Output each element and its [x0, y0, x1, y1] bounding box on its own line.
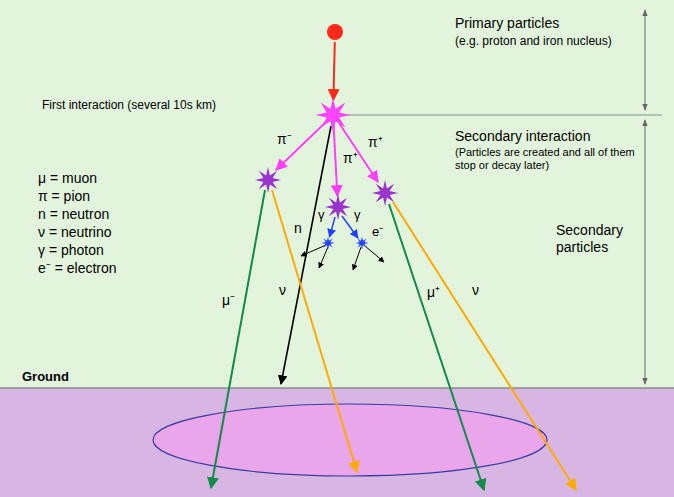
particle-label: π⁺: [368, 134, 383, 151]
particle-label: γ: [318, 207, 325, 223]
sky: [0, 0, 674, 388]
particle-label: n: [294, 220, 302, 237]
photon-arrow: [330, 217, 336, 237]
ground-line: [0, 387, 674, 389]
first-interaction-star: [315, 97, 350, 132]
pion-arrow: [276, 121, 327, 170]
pion-arrow: [339, 123, 378, 182]
secondary-range-arrow: [645, 120, 646, 384]
legend-line: γ = photon: [38, 242, 104, 259]
shower-footprint: [153, 404, 547, 476]
pion-arrow: [334, 124, 338, 196]
electron-arrow: [365, 246, 384, 262]
interaction-label: First interaction (several 10s km): [42, 98, 216, 112]
primary-note: (e.g. proton and iron nucleus): [455, 34, 612, 48]
particle-label: γ: [354, 207, 361, 223]
legend-line: π = pion: [38, 188, 90, 205]
particle-label: μ⁺: [427, 284, 440, 301]
photon-star: [356, 237, 369, 250]
legend-line: ν = neutrino: [38, 224, 112, 241]
altitude-line: [345, 115, 662, 116]
particle-label: π⁻: [277, 131, 292, 148]
particle-label: e⁻: [372, 224, 383, 240]
interaction-star: [255, 167, 281, 193]
photon-star: [322, 237, 335, 250]
particle-label: ν: [472, 282, 479, 299]
primary-particle: [327, 24, 343, 40]
ground-label: Ground: [22, 369, 69, 385]
particle-label: ν: [279, 282, 286, 299]
primary-range-arrow: [645, 10, 646, 110]
electron-arrow: [353, 247, 361, 270]
range-label: Secondary particles: [556, 222, 636, 256]
neutrino-arrow: [393, 202, 576, 490]
particle-label: π⁺: [343, 150, 358, 167]
muon-arrow: [389, 204, 484, 490]
primary-heading: Primary particles: [455, 15, 559, 32]
interaction-star: [325, 194, 351, 220]
neutron-arrow: [281, 126, 331, 384]
secondary-heading: Secondary interaction: [455, 128, 590, 145]
electron-arrow: [319, 247, 328, 268]
muon-arrow: [211, 190, 265, 488]
particle-label: μ⁻: [222, 292, 235, 309]
legend-line: n = neutron: [38, 206, 109, 223]
electron-arrow: [301, 245, 326, 256]
primary-arrow: [333, 42, 334, 100]
legend-line: μ = muon: [38, 170, 97, 187]
legend-line: e⁻ = electron: [38, 260, 117, 277]
neutrino-arrow: [272, 190, 357, 472]
interaction-star: [372, 180, 398, 206]
secondary-note: (Particles are created and all of them s…: [455, 146, 637, 172]
